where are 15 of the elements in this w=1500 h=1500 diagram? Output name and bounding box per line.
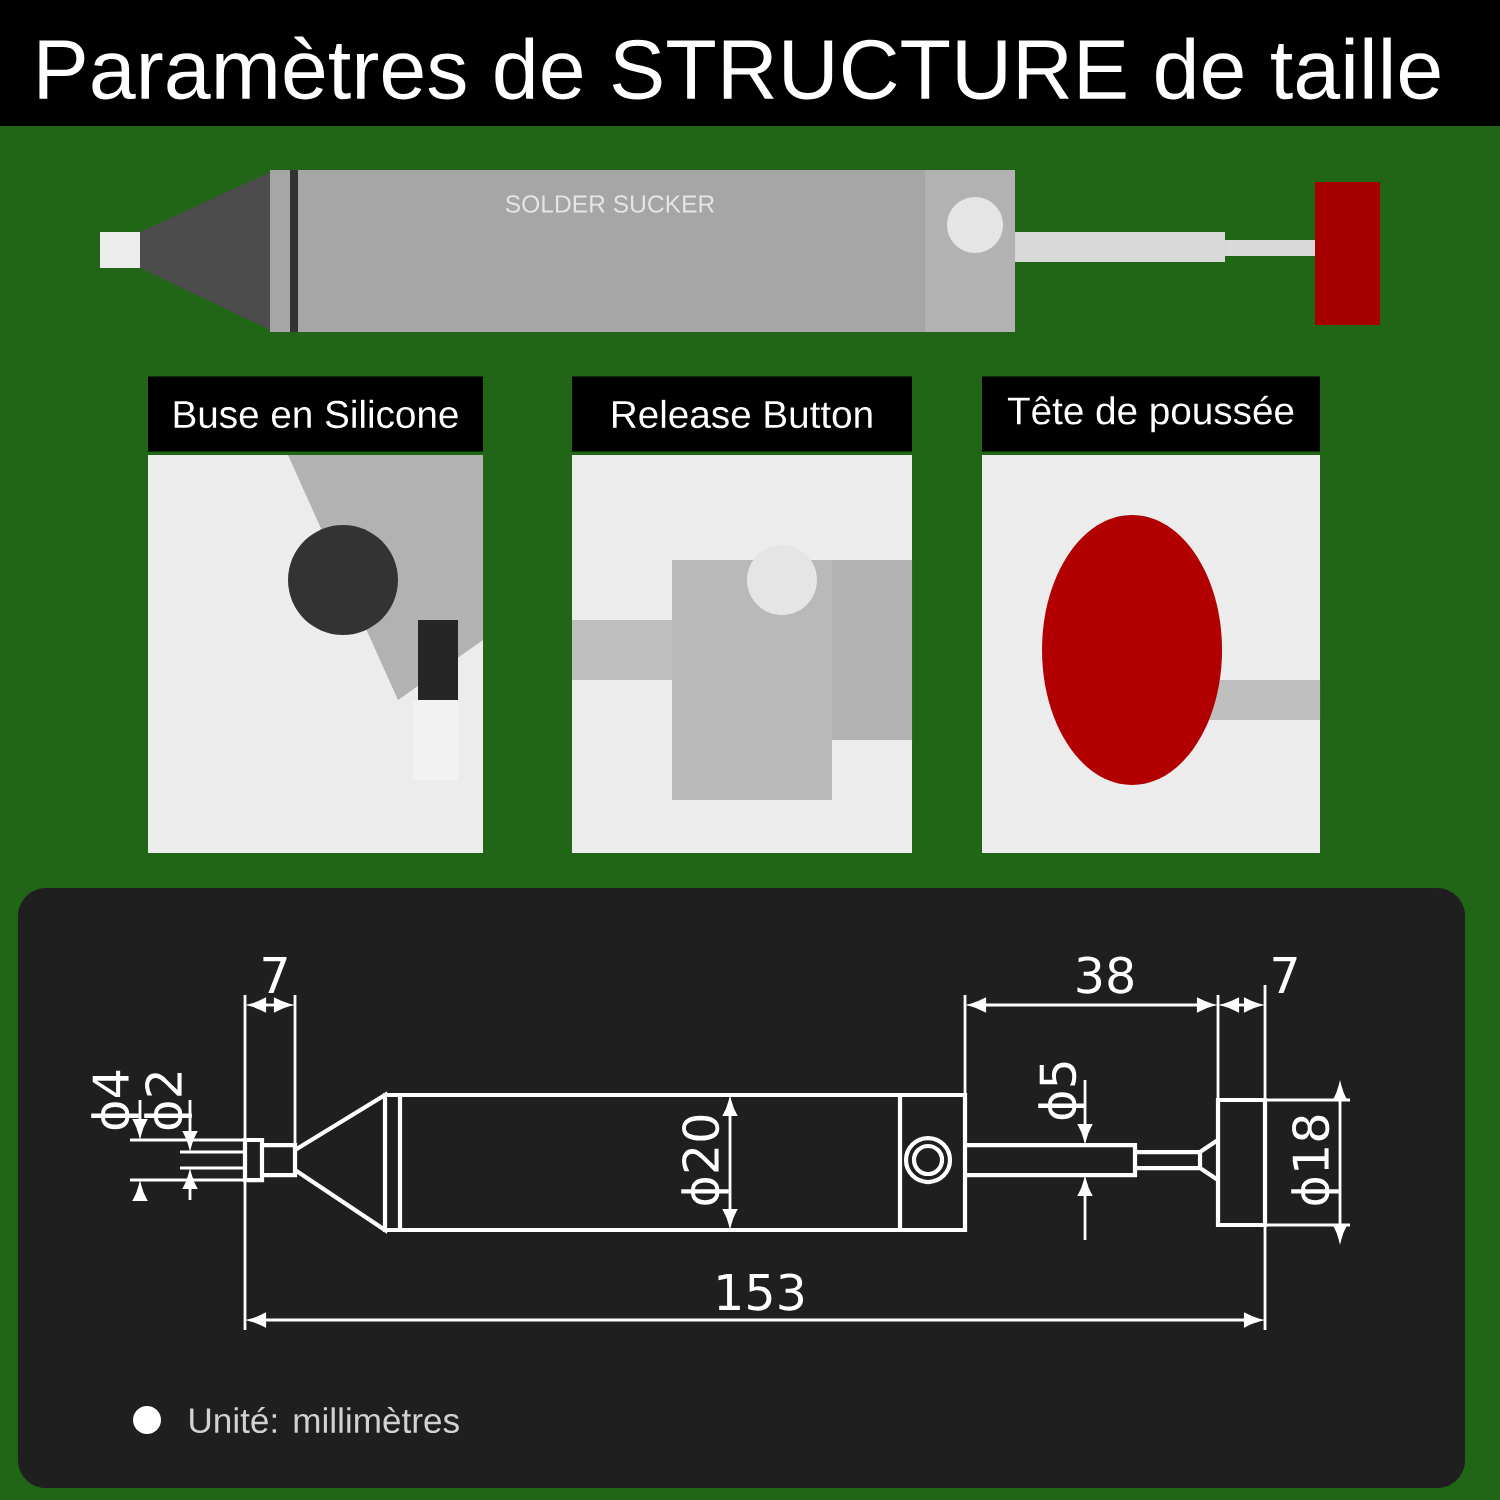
dimension-label: ϕ4 [91, 1070, 139, 1130]
dimension-label: ϕ18 [1291, 1115, 1339, 1205]
dimension-label: 7 [263, 957, 287, 993]
panel-heading: Release Button [572, 376, 912, 452]
dimension-label: 7 [1273, 957, 1297, 993]
panel-heading: Buse en Silicone [148, 376, 483, 452]
dimension-label: ϕ2 [144, 1073, 192, 1130]
dimension-label: 38 [1077, 956, 1133, 994]
legend-text: Unité: millimètres [190, 1406, 459, 1434]
dimension-label: 153 [718, 1273, 804, 1311]
dimension-label: ϕ20 [681, 1115, 729, 1205]
panel-heading: Tête de poussée [982, 376, 1320, 452]
title: Paramètres de STRUCTURE de taille [39, 36, 1440, 100]
printed-text: SOLDER SUCKER [505, 195, 715, 213]
dimension-label: ϕ5 [1038, 1062, 1086, 1120]
